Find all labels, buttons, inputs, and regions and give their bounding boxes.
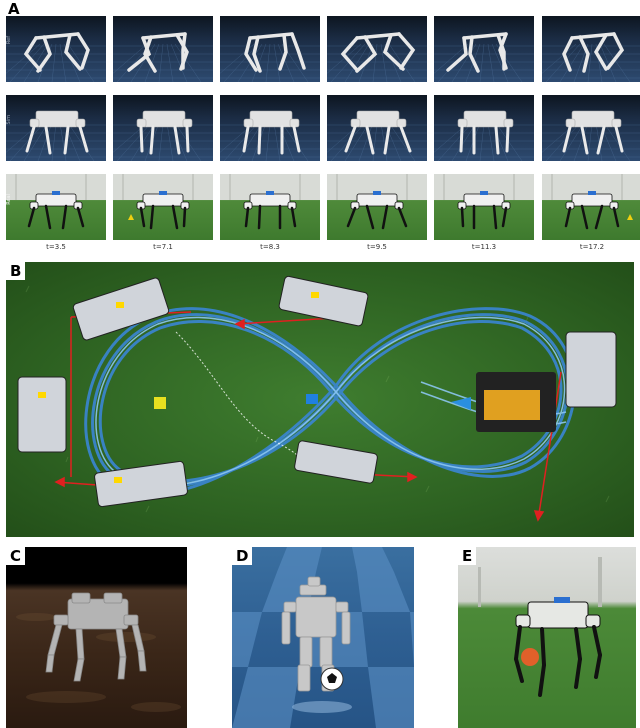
trajectory-scene <box>17 275 617 522</box>
thumb-sim-1 <box>6 95 106 161</box>
real-quadruped-scene <box>478 557 602 697</box>
row-label: Ref <box>6 36 12 45</box>
row-label: Sim <box>6 115 12 125</box>
panel-a-label: A <box>8 0 20 18</box>
thumb-ref-5 <box>434 16 534 82</box>
humanoid-soccer-scene <box>232 547 414 728</box>
row-label: Real <box>6 194 12 205</box>
thumb-real-2 <box>113 174 213 240</box>
thumb-ref-6 <box>542 16 640 82</box>
thumb-real-6 <box>542 174 640 240</box>
time-label: t=7.1 <box>153 243 173 251</box>
thumb-sim-5 <box>434 95 534 161</box>
time-label: t=11.3 <box>471 243 497 251</box>
real-quadruped <box>515 601 601 629</box>
thumb-real-5 <box>434 174 534 240</box>
panel-e-label: E <box>458 547 477 565</box>
robot-markers <box>17 275 617 508</box>
panel-e-image <box>458 547 636 728</box>
panel-d-label: D <box>232 547 253 565</box>
time-label: t=17.2 <box>579 243 605 251</box>
time-label: t=9.5 <box>367 243 387 251</box>
time-label: t=3.5 <box>46 243 66 251</box>
thumb-sim-4 <box>327 95 427 161</box>
thumb-real-3 <box>220 174 320 240</box>
panel-c-image <box>6 547 187 728</box>
ball <box>521 648 539 666</box>
thumb-sim-6 <box>542 95 640 161</box>
sim-quadruped <box>45 592 147 682</box>
quadruped-terrain-scene <box>16 592 181 712</box>
panel-d-image <box>232 547 414 728</box>
thumb-sim-2 <box>113 95 213 161</box>
panel-b-label: B <box>6 262 26 280</box>
thumb-sim-3 <box>220 95 320 161</box>
thumb-ref-3 <box>220 16 320 82</box>
thumb-real-4 <box>327 174 427 240</box>
panel-c-label: C <box>6 547 26 565</box>
thumb-ref-2 <box>113 16 213 82</box>
thumb-ref-1 <box>6 16 106 82</box>
thumb-ref-4 <box>327 16 427 82</box>
panel-b-image <box>6 262 634 537</box>
thumb-real-1 <box>6 174 106 240</box>
time-label: t=8.3 <box>260 243 280 251</box>
